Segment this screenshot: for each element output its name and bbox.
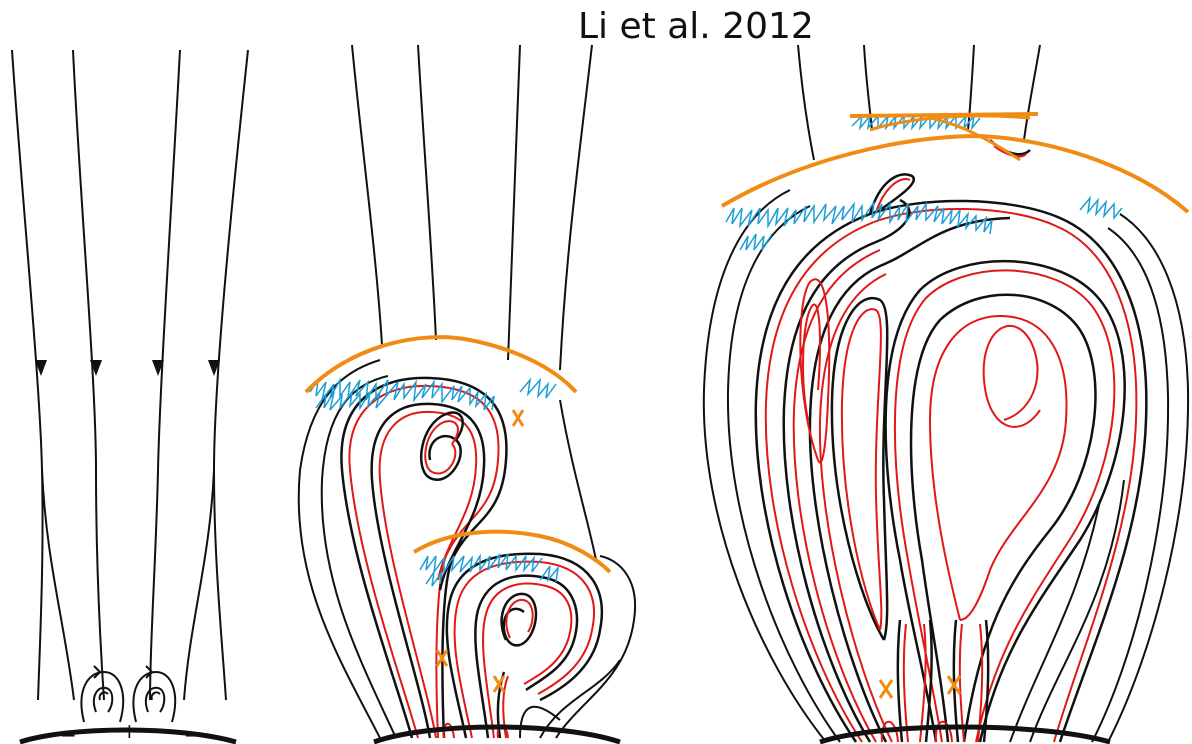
field-line (73, 50, 104, 700)
field-line (150, 50, 180, 700)
panel-merged-bubble (704, 45, 1188, 742)
field-line (214, 50, 248, 700)
surface-sign-minus: − (60, 723, 77, 744)
footpoint-loop (133, 672, 175, 722)
panel-initial-state (12, 50, 248, 742)
reconnection-x-icon (437, 410, 523, 692)
panel-double-bubble (299, 45, 635, 742)
surface-sign-plus: + (121, 719, 138, 743)
reconnection-x-icon (880, 676, 960, 698)
shock-front (306, 337, 576, 392)
surface-sign-minus: − (184, 723, 201, 744)
field-line (12, 50, 43, 700)
